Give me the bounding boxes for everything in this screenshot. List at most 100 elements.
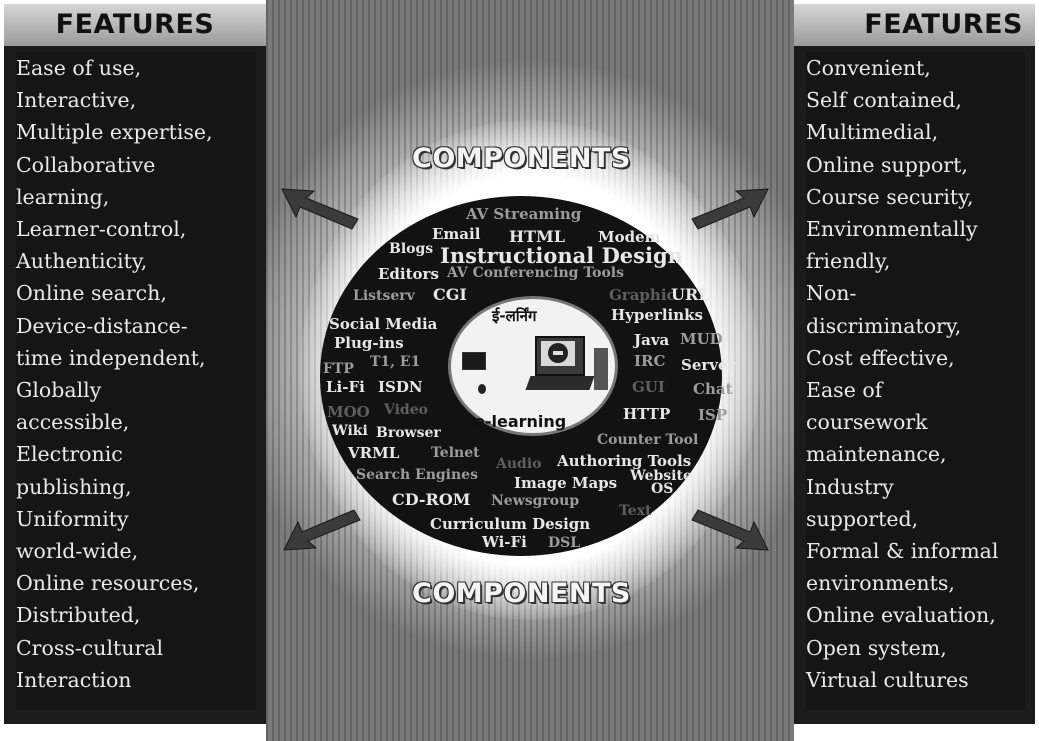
component-word: HTTP bbox=[623, 405, 671, 423]
component-word: GUI bbox=[632, 378, 665, 396]
feature-item: Learner-control, bbox=[16, 217, 187, 242]
component-word: Graphic bbox=[609, 286, 676, 304]
feature-item: Formal & informal bbox=[806, 539, 999, 564]
component-word: Server bbox=[681, 356, 736, 374]
features-heading-right: FEATURES bbox=[794, 4, 1035, 46]
feature-item: Cross-cultural bbox=[16, 635, 164, 660]
mouse-icon bbox=[478, 384, 486, 394]
component-word: Audio bbox=[496, 456, 542, 472]
feature-item: Cost effective, bbox=[806, 345, 955, 370]
feature-item: Course security, bbox=[806, 184, 974, 209]
feature-item: accessible, bbox=[16, 410, 130, 435]
feature-item: friendly, bbox=[806, 249, 891, 274]
feature-item: Multimedial, bbox=[806, 120, 939, 145]
elearning-hub bbox=[448, 296, 618, 436]
feature-item: Collaborative bbox=[16, 152, 156, 177]
component-word: AV Streaming bbox=[466, 205, 582, 223]
component-word: ISDN bbox=[378, 378, 423, 396]
component-word: HTML bbox=[509, 227, 565, 246]
component-word: Social Media bbox=[329, 315, 438, 333]
components-title-bottom: COMPONENTS bbox=[412, 578, 631, 609]
feature-item: maintenance, bbox=[806, 442, 947, 467]
component-word: Counter Tool bbox=[597, 432, 699, 448]
feature-item: Non- bbox=[806, 281, 857, 306]
no-entry-bar bbox=[553, 351, 563, 355]
component-word: Website bbox=[630, 468, 692, 484]
feature-item: Online evaluation, bbox=[806, 603, 996, 628]
component-word: Telnet bbox=[431, 445, 480, 461]
feature-item: supported, bbox=[806, 506, 919, 531]
keyboard-icon bbox=[525, 376, 595, 390]
component-word: Editors bbox=[378, 265, 439, 283]
features-panel-right: FEATURES Convenient, Self contained, Mul… bbox=[794, 4, 1035, 724]
hub-label: e-learning bbox=[474, 412, 567, 431]
component-word: Java bbox=[634, 331, 670, 349]
component-word: Modem bbox=[598, 228, 661, 246]
feature-item: Online resources, bbox=[16, 571, 200, 596]
component-word: Newsgroup bbox=[491, 493, 580, 509]
feature-item: environments, bbox=[806, 571, 955, 596]
feature-item: Ease of use, bbox=[16, 56, 142, 80]
component-word: Hyperlinks bbox=[611, 306, 703, 324]
feature-item: Online search, bbox=[16, 281, 167, 306]
feature-item: Globally bbox=[16, 378, 102, 403]
arrow-up-right-icon bbox=[691, 188, 769, 230]
feature-item: learning, bbox=[16, 184, 110, 209]
component-word: Blogs bbox=[389, 241, 434, 257]
feature-item: time independent, bbox=[16, 345, 206, 370]
component-word: Plug-ins bbox=[334, 334, 404, 352]
feature-item: Interaction bbox=[16, 667, 132, 692]
component-word: Wiki bbox=[332, 423, 368, 439]
component-word: CD-ROM bbox=[392, 490, 471, 509]
feature-item: world-wide, bbox=[16, 539, 139, 564]
component-word: OS bbox=[651, 481, 674, 497]
component-word: Text bbox=[619, 503, 652, 519]
component-word: MOO bbox=[327, 403, 370, 421]
feature-item: Industry bbox=[806, 474, 894, 499]
features-heading-left: FEATURES bbox=[4, 4, 266, 46]
components-title-top: COMPONENTS bbox=[412, 143, 631, 174]
component-word: T1, E1 bbox=[370, 354, 421, 370]
component-word: Authoring Tools bbox=[557, 452, 692, 470]
features-panel-left: FEATURES Ease of use, Interactive, Multi… bbox=[4, 4, 266, 724]
arrow-up-left-icon bbox=[281, 188, 359, 230]
feature-item: Ease of bbox=[806, 378, 883, 403]
component-word: Image Maps bbox=[514, 474, 618, 492]
component-word: ISP bbox=[698, 406, 728, 424]
feature-item: Convenient, bbox=[806, 56, 931, 80]
component-word: URL bbox=[671, 285, 710, 304]
feature-item: Electronic bbox=[16, 442, 123, 467]
feature-item: Device-distance- bbox=[16, 313, 188, 338]
component-word: AV Conferencing Tools bbox=[447, 265, 625, 281]
phone-icon bbox=[462, 352, 486, 370]
features-list-right: Convenient, Self contained, Multimedial,… bbox=[806, 52, 1025, 710]
feature-item: Self contained, bbox=[806, 88, 962, 113]
feature-item: Online support, bbox=[806, 152, 968, 177]
component-word: Browser bbox=[376, 425, 441, 441]
feature-item: Multiple expertise, bbox=[16, 120, 213, 145]
component-word: DSL bbox=[548, 535, 581, 551]
feature-item: coursework bbox=[806, 410, 928, 435]
feature-item: Interactive, bbox=[16, 88, 137, 113]
component-word: Wi-Fi bbox=[482, 533, 527, 551]
component-word: FTP bbox=[323, 361, 354, 377]
feature-item: discriminatory, bbox=[806, 313, 962, 338]
component-word: Search Engines bbox=[356, 467, 478, 483]
component-word: MUD bbox=[680, 330, 723, 348]
component-word: Email bbox=[432, 225, 481, 243]
component-word: Listserv bbox=[353, 288, 415, 304]
component-word: VRML bbox=[348, 444, 400, 462]
component-word: Curriculum Design bbox=[430, 515, 591, 533]
feature-item: Distributed, bbox=[16, 603, 141, 628]
computer-tower-icon bbox=[594, 348, 608, 390]
feature-item: Uniformity bbox=[16, 506, 129, 531]
feature-item: Authenticity, bbox=[16, 249, 148, 274]
hub-script-title: ई-लर्निंग bbox=[492, 307, 537, 325]
component-word: Video bbox=[384, 402, 428, 418]
feature-item: Virtual cultures bbox=[806, 667, 969, 692]
component-word: IRC bbox=[634, 352, 666, 370]
features-list-left: Ease of use, Interactive, Multiple exper… bbox=[16, 52, 256, 710]
component-word: Li-Fi bbox=[326, 378, 365, 396]
feature-item: Environmentally bbox=[806, 217, 978, 242]
